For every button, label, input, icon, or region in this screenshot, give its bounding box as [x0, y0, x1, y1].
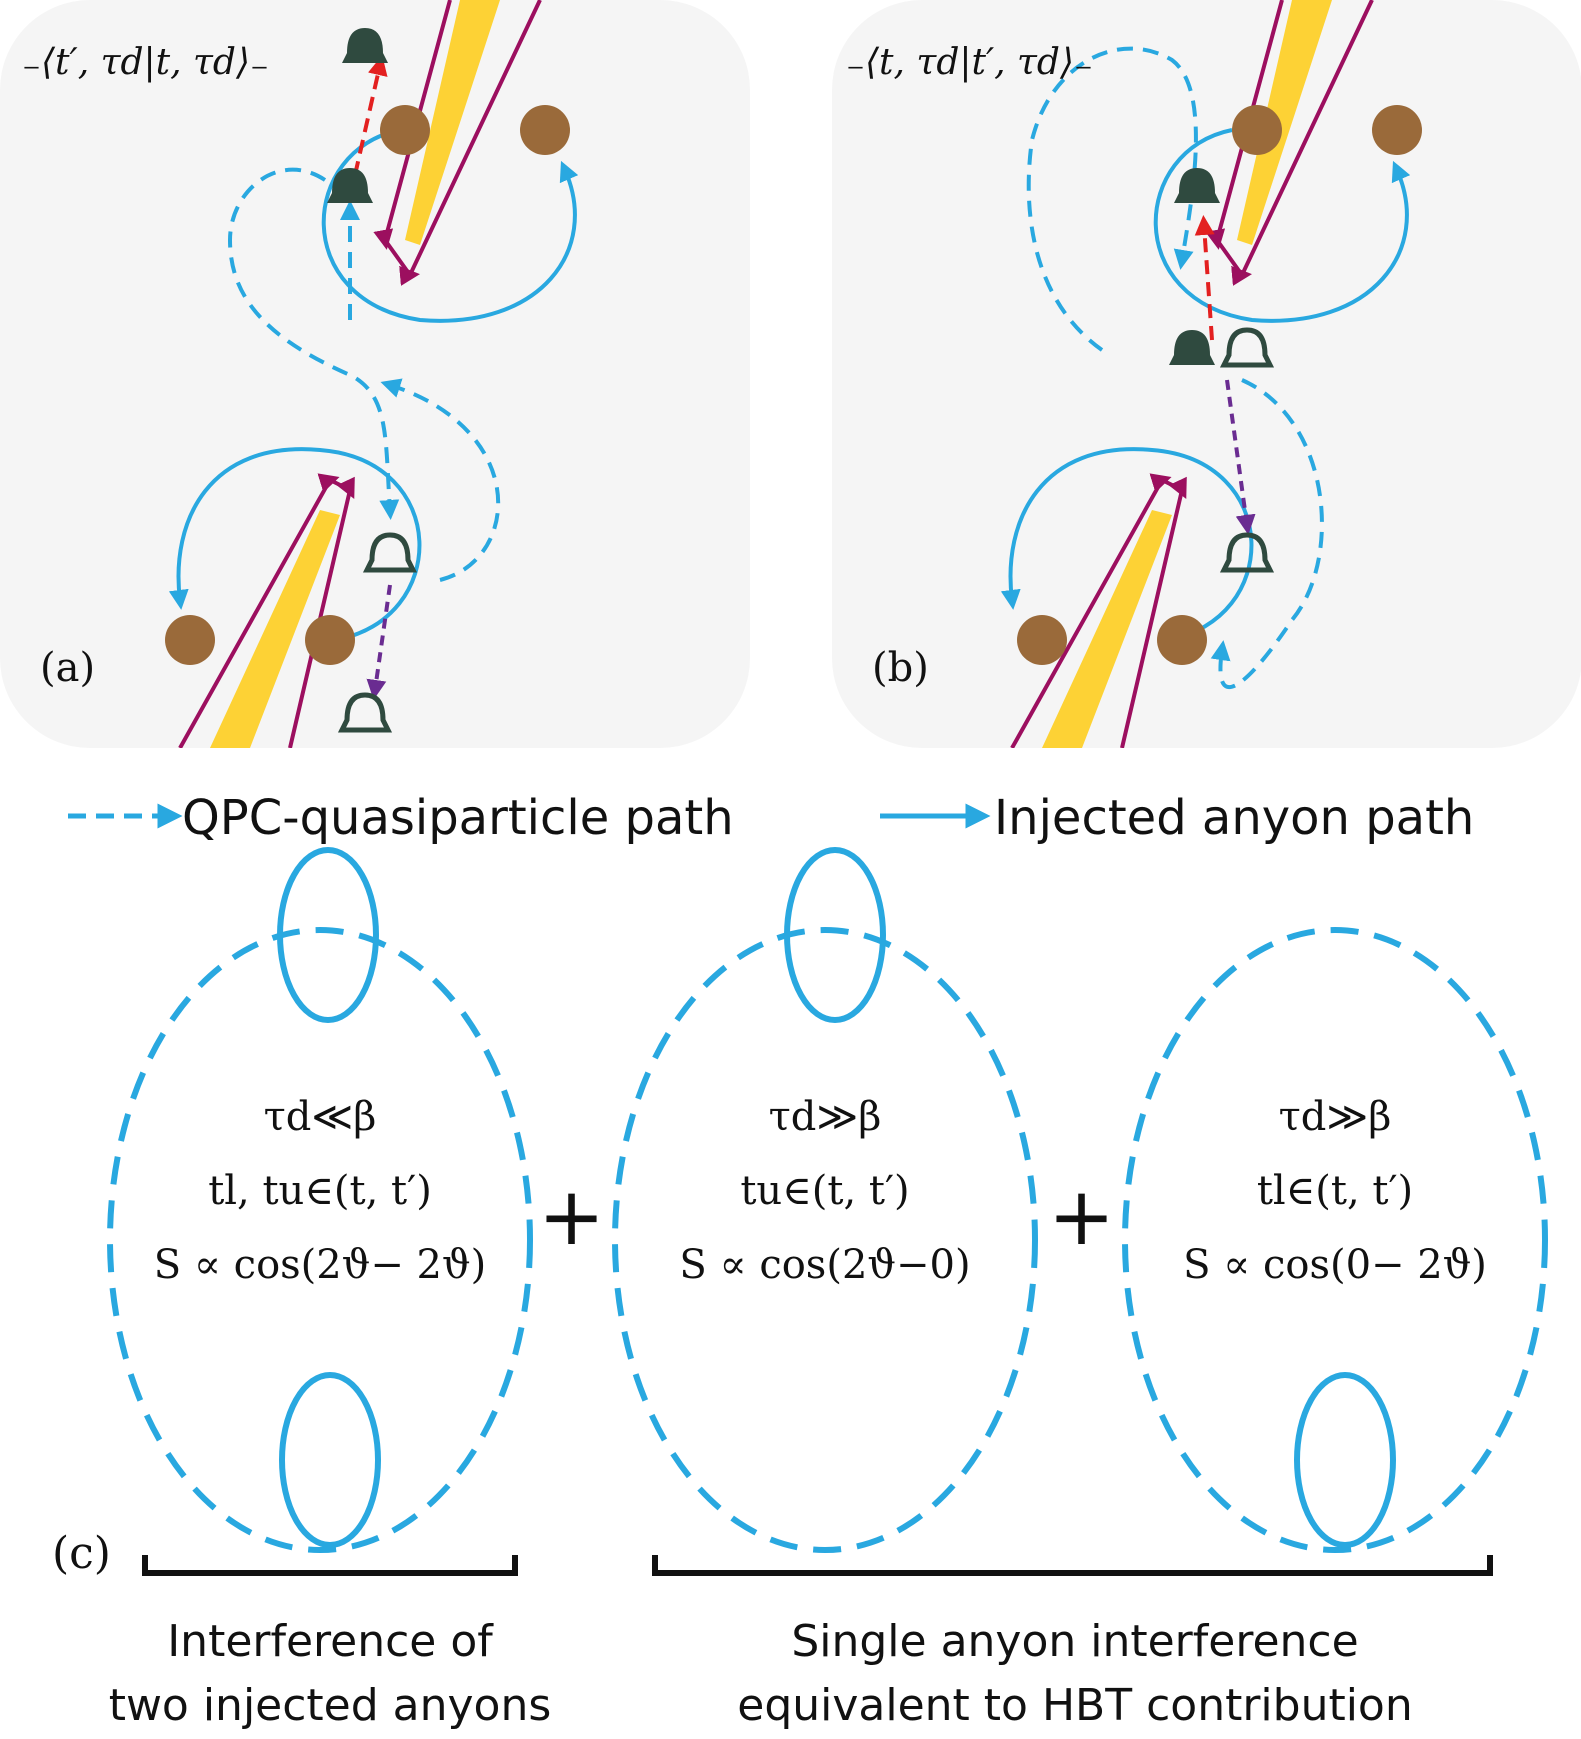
- injected-loop-upper: [1153, 128, 1411, 323]
- loop-3-text: τd≫β tl∈(t, t′) S ∝ cos(0− 2ϑ): [1155, 1080, 1515, 1302]
- caption-left: Interference of two injected anyons: [80, 1610, 580, 1738]
- plus-sign: +: [1048, 1170, 1116, 1263]
- loop-2-text: τd≫β tu∈(t, t′) S ∝ cos(2ϑ−0): [645, 1080, 1005, 1302]
- loop-interval: tl∈(t, t′): [1256, 1168, 1414, 1214]
- qpc-loop: [107, 927, 533, 1553]
- bell-icon: [342, 28, 388, 63]
- bra-ket-label: ₋⟨t, τd|t′, τd⟩₋: [846, 42, 1094, 83]
- caption-line: equivalent to HBT contribution: [737, 1680, 1413, 1731]
- bell-icon: [1219, 532, 1275, 573]
- gate-finger-upper: [1237, 0, 1332, 245]
- loop-interval: tu∈(t, t′): [740, 1168, 910, 1214]
- bracket-right: [652, 1555, 1493, 1576]
- loop-signal: S ∝ cos(2ϑ− 2ϑ): [153, 1242, 487, 1288]
- qpc-path-left: [227, 167, 400, 520]
- gate-finger-lower: [210, 510, 340, 748]
- loop-signal: S ∝ cos(0− 2ϑ): [1183, 1242, 1487, 1288]
- bracket-left: [142, 1555, 518, 1576]
- bell-icon: [1219, 327, 1275, 368]
- quasiparticle-bead: [1372, 105, 1422, 155]
- gate-finger-lower: [1042, 510, 1172, 748]
- legend: QPC-quasiparticle path Injected anyon pa…: [60, 790, 1560, 850]
- injected-loop-bottom: [279, 1372, 381, 1548]
- loop-1-text: τd≪β tl, tu∈(t, t′) S ∝ cos(2ϑ− 2ϑ): [140, 1080, 500, 1302]
- quasiparticle-bead: [1232, 105, 1282, 155]
- bell-icon: [362, 532, 418, 573]
- bell-icon: [1174, 168, 1220, 203]
- loop-interval: tl, tu∈(t, t′): [208, 1168, 432, 1214]
- panel-b-drawing: [1000, 0, 1422, 748]
- plus-sign: +: [538, 1170, 606, 1263]
- qpc-path-lower: [1210, 378, 1324, 689]
- red-tunneling-path: [1194, 215, 1215, 341]
- caption-line: two injected anyons: [108, 1680, 552, 1731]
- injected-loop-top: [277, 847, 379, 1023]
- panel-c-drawing: [107, 847, 1548, 1576]
- legend-solid-label: Injected anyon path: [994, 790, 1475, 846]
- injected-loop-top: [784, 847, 886, 1023]
- panel-a: ₋⟨t′, τd|t, τd⟩₋ (a): [0, 0, 750, 748]
- red-tunneling-path: [353, 55, 388, 176]
- edge-path-lower: [1010, 473, 1187, 748]
- qpc-path-s: [380, 378, 501, 582]
- purple-tunneling-path: [366, 584, 392, 700]
- caption-line: Interference of: [167, 1616, 493, 1667]
- quasiparticle-bead: [380, 105, 430, 155]
- panel-label: (b): [872, 645, 929, 691]
- quasiparticle-bead: [1017, 615, 1067, 665]
- quasiparticle-bead: [520, 105, 570, 155]
- bell-icon: [1169, 330, 1215, 365]
- injected-loop-bottom: [1294, 1372, 1396, 1548]
- qpc-loop: [612, 927, 1038, 1553]
- panel-label: (a): [40, 645, 96, 691]
- caption-line: Single anyon interference: [791, 1616, 1359, 1667]
- quasiparticle-bead: [165, 615, 215, 665]
- bra-ket-label: ₋⟨t′, τd|t, τd⟩₋: [22, 42, 270, 83]
- legend-lines: [68, 803, 991, 829]
- loop-signal: S ∝ cos(2ϑ−0): [679, 1242, 971, 1288]
- injected-loop-lower: [1000, 447, 1254, 642]
- bell-icon: [327, 168, 373, 203]
- panel-a-drawing: [165, 0, 579, 748]
- loop-condition: τd≫β: [1278, 1094, 1392, 1140]
- bell-icon: [337, 692, 393, 733]
- gate-finger-upper: [405, 0, 500, 245]
- purple-tunneling-path: [1225, 379, 1256, 535]
- quasiparticle-bead: [1157, 615, 1207, 665]
- panel-c-label: (c): [52, 1528, 111, 1579]
- injected-loop-lower: [168, 447, 422, 642]
- caption-right: Single anyon interference equivalent to …: [640, 1610, 1510, 1738]
- injected-loop-upper: [321, 128, 579, 323]
- legend-dashed-label: QPC-quasiparticle path: [182, 790, 734, 846]
- loop-condition: τd≫β: [768, 1094, 882, 1140]
- quasiparticle-bead: [305, 615, 355, 665]
- panel-b: ₋⟨t, τd|t′, τd⟩₋ (b): [832, 0, 1581, 748]
- loop-condition: τd≪β: [263, 1094, 377, 1140]
- qpc-loop: [1122, 927, 1548, 1553]
- qpc-path-upper: [1026, 46, 1198, 352]
